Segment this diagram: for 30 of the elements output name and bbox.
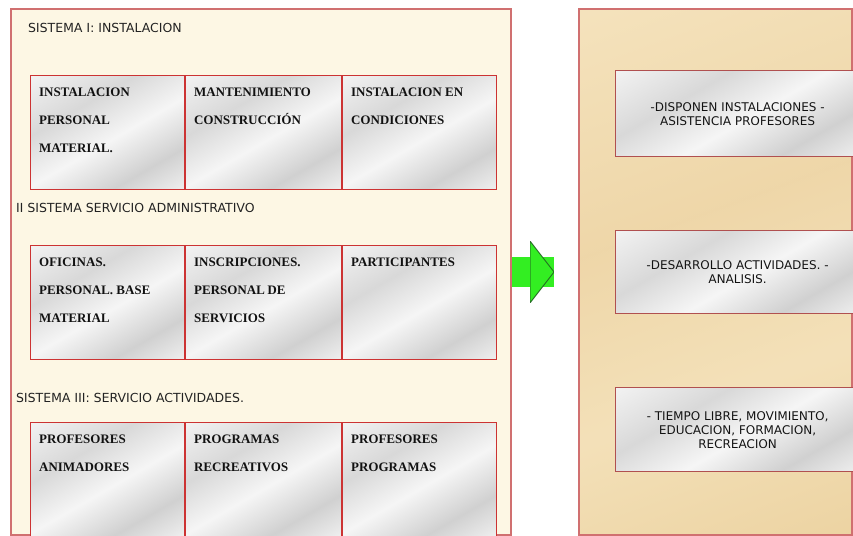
box-text: PROGRAMAS RECREATIVOS <box>194 431 288 474</box>
section-heading: II SISTEMA SERVICIO ADMINISTRATIVO <box>16 200 255 215</box>
box-text: INSTALACION PERSONAL MATERIAL. <box>39 84 130 155</box>
box-text: INSCRIPCIONES. PERSONAL DE SERVICIOS <box>194 254 301 325</box>
panel <box>10 8 512 536</box>
box-text: PROFESORES PROGRAMAS <box>351 431 438 474</box>
box-text: MANTENIMIENTO CONSTRUCCIÓN <box>194 84 311 127</box>
box-text: -DESARROLLO ACTIVIDADES. - ANALISIS. <box>645 258 830 286</box>
text-box <box>342 422 497 536</box>
panel <box>578 8 853 536</box>
text-box <box>342 75 497 190</box>
text-box <box>185 422 342 536</box>
box-text: - TIEMPO LIBRE, MOVIMIENTO, EDUCACION, FORMACION, RECREACION <box>646 408 830 450</box>
text-box <box>30 245 185 360</box>
box-text: PARTICIPANTES <box>351 254 455 269</box>
text-box <box>30 422 185 536</box>
box-text: INSTALACION EN CONDICIONES <box>351 84 464 127</box>
text-box <box>185 245 342 360</box>
text-box <box>30 75 185 190</box>
box-text: -DISPONEN INSTALACIONES - ASISTENCIA PROFESORES <box>649 100 826 128</box>
text-box <box>615 230 853 314</box>
section-heading: SISTEMA I: INSTALACION <box>28 20 182 35</box>
box-text: PROFESORES ANIMADORES <box>39 431 130 474</box>
box-text: OFICINAS. PERSONAL. BASE MATERIAL <box>39 254 150 325</box>
section-heading: SISTEMA III: SERVICIO ACTIVIDADES. <box>16 390 244 405</box>
text-box <box>342 245 497 360</box>
text-box <box>615 387 853 472</box>
text-box <box>185 75 342 190</box>
text-box <box>615 70 853 157</box>
block-arrow <box>512 240 554 304</box>
